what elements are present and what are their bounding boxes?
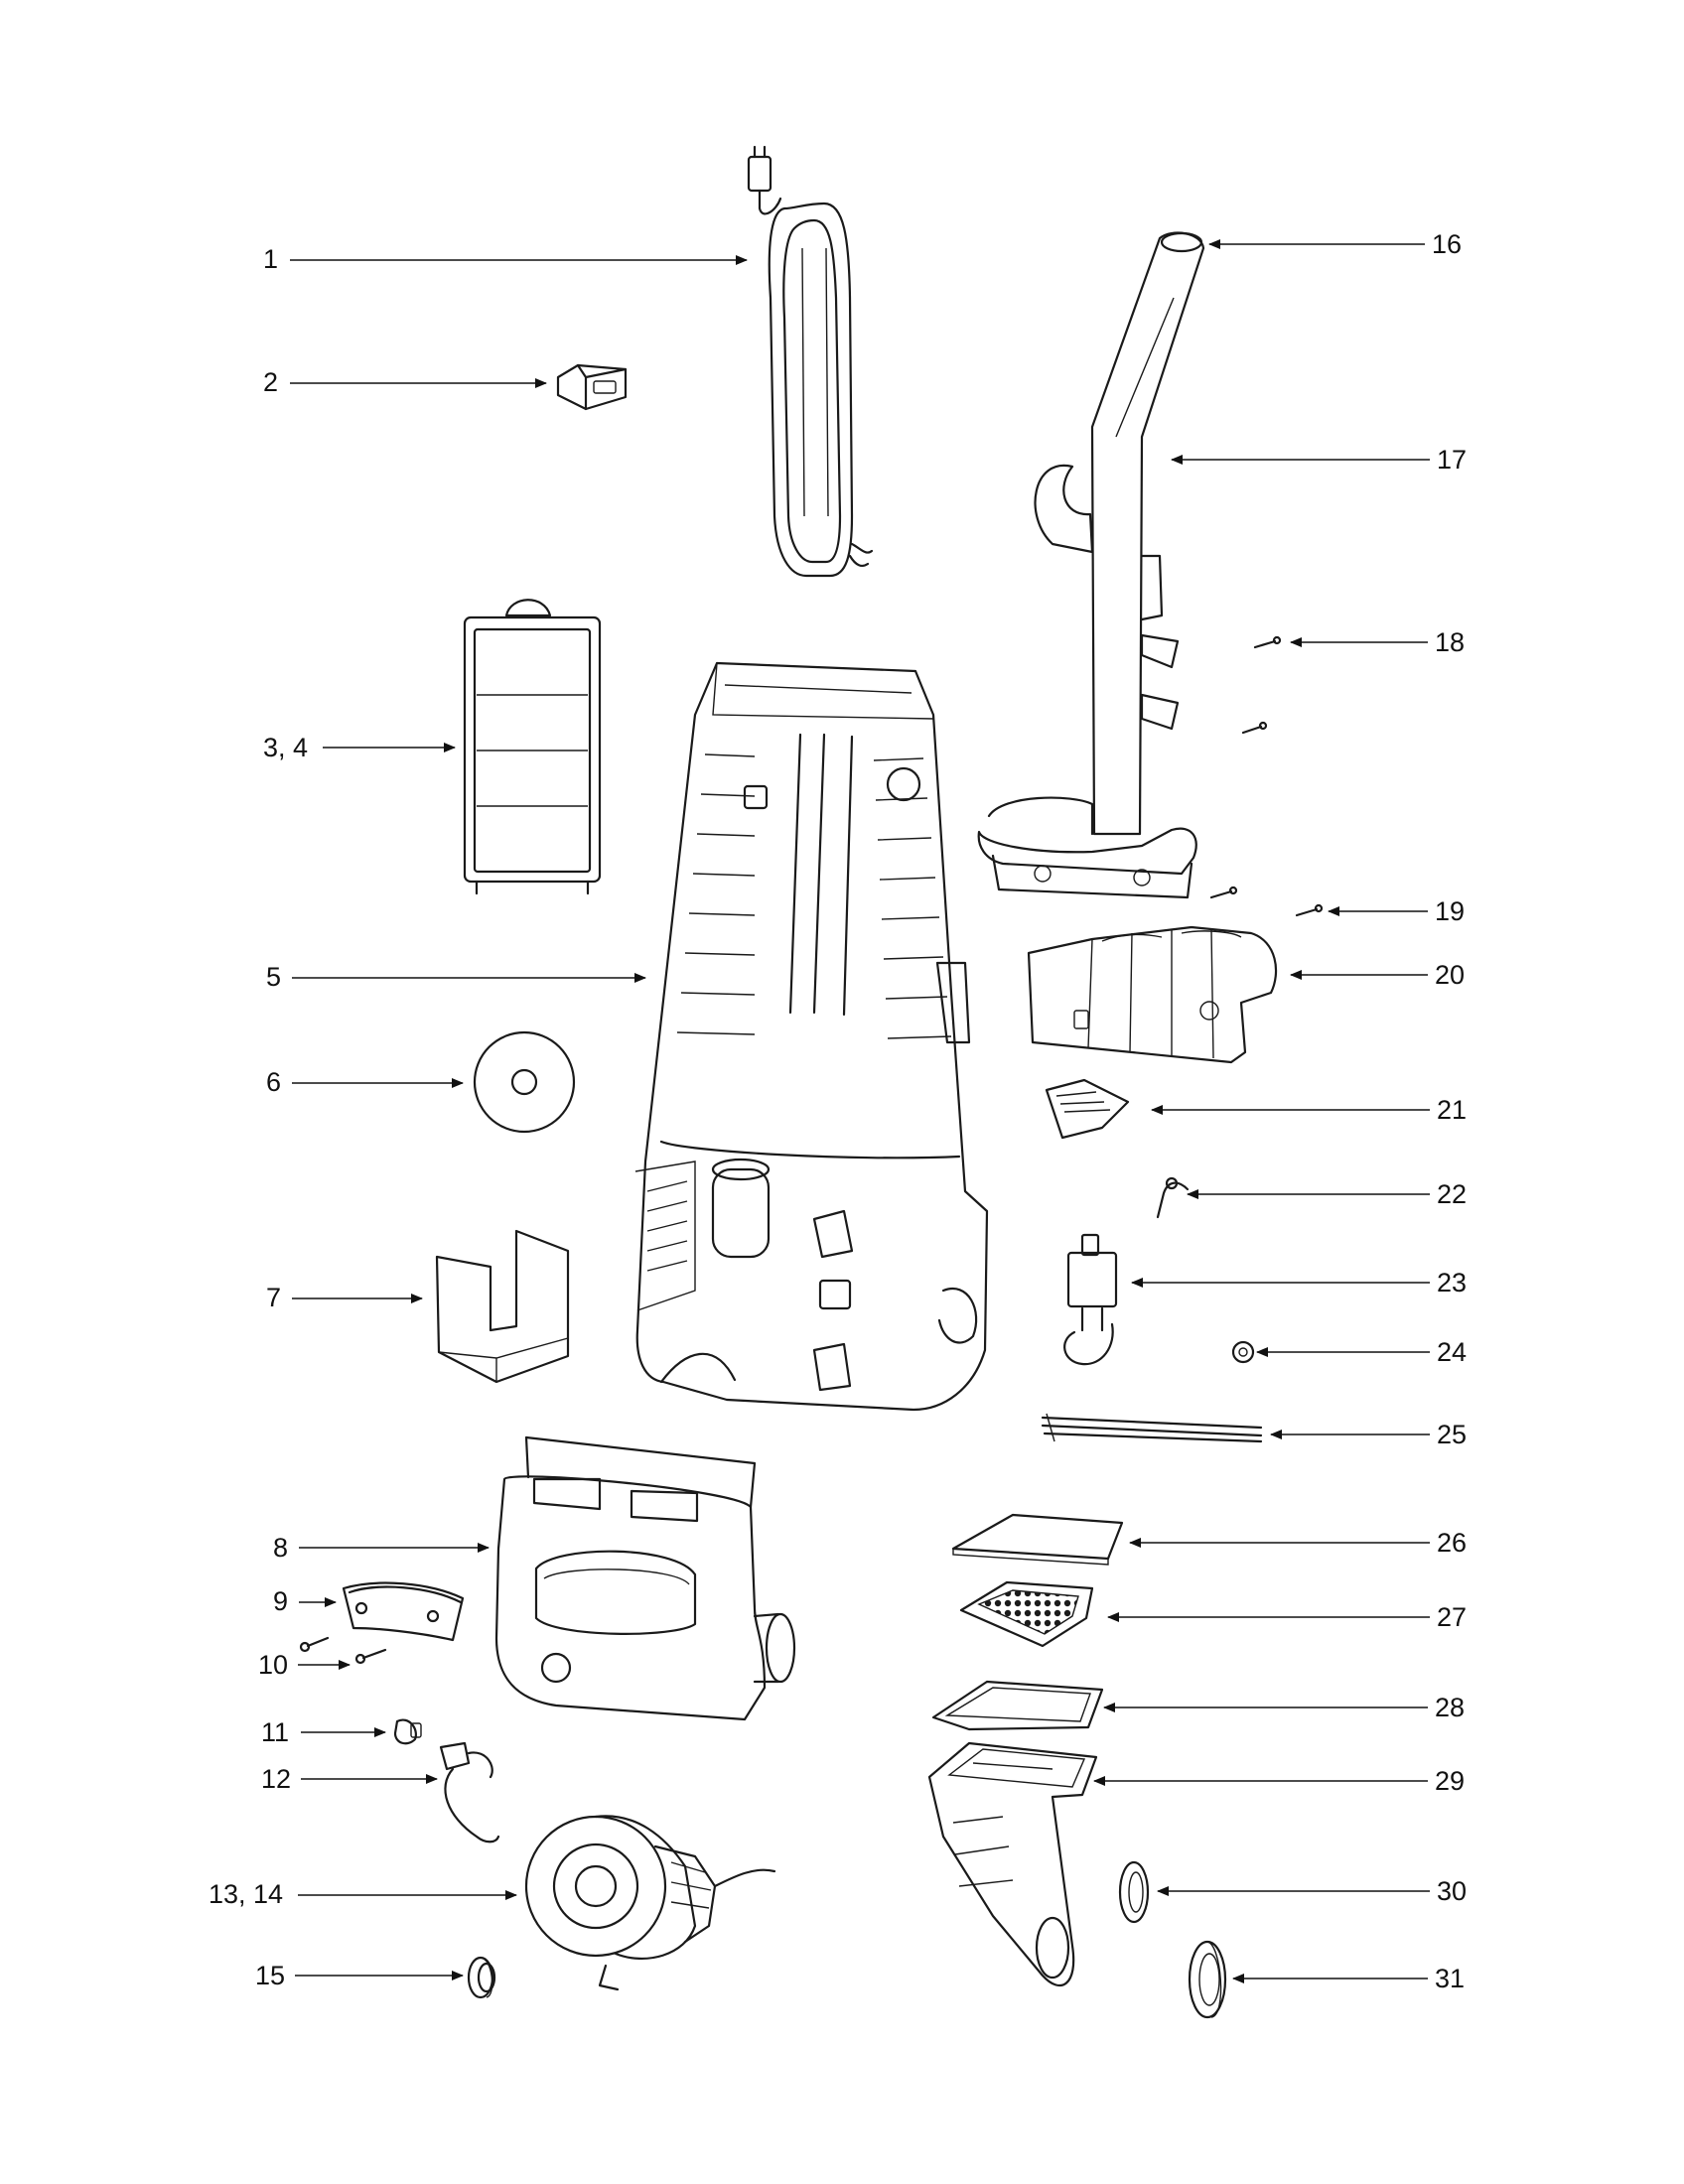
callout-17-label: 17 [1437,445,1467,475]
callout-16-label: 16 [1432,229,1462,259]
callout-21-label: 21 [1437,1095,1467,1125]
mesh-filter-icon [959,1580,1094,1648]
callout-16: 16 [1208,229,1462,259]
callout-15: 15 [255,1961,464,1990]
motor-icon [524,1815,776,1991]
callout-7: 7 [266,1283,423,1312]
cover-icon [1027,925,1278,1064]
screw-icon [1241,635,1282,735]
callout-28: 28 [1103,1693,1465,1722]
bearing-icon [467,1956,496,1999]
callout-10-label: 10 [258,1650,288,1680]
shield-icon [342,1581,465,1642]
callout-25: 25 [1270,1420,1467,1449]
callout-5-label: 5 [266,962,281,992]
callout-8: 8 [273,1533,490,1563]
callout-23: 23 [1131,1268,1467,1297]
cord-clip-icon [556,363,628,411]
callout-24-label: 24 [1437,1337,1467,1367]
gear-icon [1188,1940,1227,2019]
handle-tube-icon [977,231,1205,899]
callout-12-label: 12 [261,1764,291,1794]
callout-19-label: 19 [1435,896,1465,926]
callout-22: 22 [1187,1179,1467,1209]
callout-29-label: 29 [1435,1766,1465,1796]
socket-icon [439,1741,500,1843]
callout-23-label: 23 [1437,1268,1467,1297]
frame-icon [931,1680,1104,1731]
ring-icon [1118,1860,1150,1924]
callout-15-label: 15 [255,1961,285,1990]
callout-3-4: 3, 4 [263,733,456,762]
callout-5: 5 [266,962,646,992]
callout-31-label: 31 [1435,1964,1465,1993]
callout-6: 6 [266,1067,464,1097]
power-cord-icon [747,145,874,578]
screws-icon [299,1636,387,1665]
screw-pair-icon [1209,886,1324,917]
callout-20: 20 [1290,960,1465,990]
callout-6-label: 6 [266,1067,281,1097]
callout-20-label: 20 [1435,960,1465,990]
callout-25-label: 25 [1437,1420,1467,1449]
callout-3-4-label: 3, 4 [263,733,308,762]
callout-2: 2 [263,367,547,397]
callout-9: 9 [273,1586,337,1616]
callout-19: 19 [1328,896,1465,926]
callout-26: 26 [1129,1528,1467,1558]
duct-icon [927,1741,1098,1986]
callout-24: 24 [1256,1337,1467,1367]
callout-18: 18 [1290,627,1465,657]
disc-icon [473,1030,576,1134]
callout-13-14-label: 13, 14 [209,1879,283,1909]
callout-12: 12 [261,1764,438,1794]
callout-21: 21 [1151,1095,1467,1125]
callout-30-label: 30 [1437,1876,1467,1906]
washer-icon [1231,1340,1255,1364]
bracket-icon [435,1229,570,1384]
spring-wire-icon [1156,1176,1190,1219]
callout-7-label: 7 [266,1283,281,1312]
callout-27: 27 [1107,1602,1467,1632]
main-housing-icon [634,661,989,1412]
callout-17: 17 [1171,445,1467,475]
callout-26-label: 26 [1437,1528,1467,1558]
callout-29: 29 [1093,1766,1465,1796]
callout-1-label: 1 [263,244,278,274]
rods-icon [1041,1413,1263,1443]
filter-frame-icon [463,599,602,895]
callout-28-label: 28 [1435,1693,1465,1722]
callout-11-label: 11 [261,1717,289,1747]
pad-icon [951,1513,1124,1566]
callout-31: 31 [1232,1964,1465,1993]
callout-1: 1 [263,244,748,274]
bulb-icon [393,1718,422,1745]
callout-2-label: 2 [263,367,278,397]
switch-icon [1063,1233,1118,1366]
nozzle-housing-icon [494,1435,796,1721]
callout-18-label: 18 [1435,627,1465,657]
callout-9-label: 9 [273,1586,288,1616]
callout-30: 30 [1157,1876,1467,1906]
callout-22-label: 22 [1437,1179,1467,1209]
callout-13-14: 13, 14 [209,1879,517,1909]
callout-11: 11 [261,1717,386,1747]
callout-27-label: 27 [1437,1602,1467,1632]
grille-icon [1045,1078,1130,1140]
callout-10: 10 [258,1650,351,1680]
callout-8-label: 8 [273,1533,288,1563]
